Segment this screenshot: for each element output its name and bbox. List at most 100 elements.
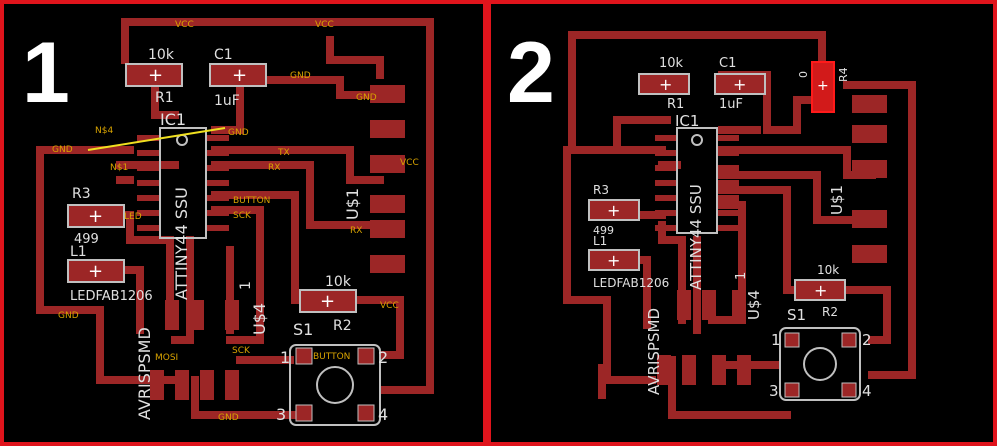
net-vcc-3: VCC <box>400 158 419 168</box>
r2-component[interactable]: + <box>794 279 846 301</box>
net-rx-2: RX <box>350 226 362 236</box>
c1-name: C1 <box>719 56 736 71</box>
u4-pin: 1 <box>238 281 254 290</box>
avr-part: AVRISPSMD <box>645 308 663 395</box>
crosshair: + <box>148 65 163 86</box>
c1-component[interactable]: + <box>209 63 267 87</box>
r2-name: R2 <box>333 318 352 334</box>
board-2-canvas[interactable]: + + + + + + 2 10k R1 C1 1uF IC1 ATTINY44… <box>487 0 997 446</box>
u4-name: U$4 <box>745 290 763 320</box>
net-sck: SCK <box>233 211 252 221</box>
ratsnest-airwire <box>87 127 226 151</box>
ic1-outline[interactable] <box>676 127 718 234</box>
pads <box>657 95 887 385</box>
svg-text:+: + <box>232 65 247 86</box>
svg-text:+: + <box>817 78 829 94</box>
r3-name: R3 <box>593 183 609 197</box>
ic1-name: IC1 <box>160 110 186 129</box>
r4-component[interactable]: + <box>811 61 835 113</box>
net-vcc-4: VCC <box>380 301 399 311</box>
r2-component[interactable]: + <box>299 289 357 313</box>
pin-3: 3 <box>769 382 779 400</box>
svg-text:+: + <box>659 75 672 94</box>
r3-value: 499 <box>593 224 614 237</box>
net-gnd-5: GND <box>218 413 239 423</box>
l1-component[interactable]: + <box>588 249 640 271</box>
net-rx: RX <box>268 163 280 173</box>
s1-switch[interactable] <box>779 327 861 401</box>
net-gnd-4: GND <box>52 145 73 155</box>
panel-number: 2 <box>507 25 555 121</box>
pin-2: 2 <box>862 331 872 349</box>
panel-number: 1 <box>22 25 70 121</box>
net-button-2: BUTTON <box>313 352 350 362</box>
ic1-pin1-mark <box>691 134 703 146</box>
net-vcc-2: VCC <box>315 20 334 30</box>
svg-text:+: + <box>88 206 103 227</box>
l1-name: L1 <box>70 244 87 260</box>
board-panel-2[interactable]: + + + + + + 2 10k R1 C1 1uF IC1 ATTINY44… <box>487 0 997 446</box>
net-tx: TX <box>277 148 290 158</box>
svg-text:+: + <box>733 75 746 94</box>
net-sck-2: SCK <box>232 346 251 356</box>
c1-component[interactable]: + <box>714 73 766 95</box>
ic1-name: IC1 <box>675 112 699 130</box>
net-n1: N$1 <box>110 163 128 173</box>
r4-name: R4 <box>837 67 850 82</box>
ic1-part: ATTINY44 SSU <box>687 184 705 290</box>
net-mosi: MOSI <box>155 353 178 363</box>
pin-4: 4 <box>862 382 872 400</box>
net-n4: N$4 <box>95 126 113 136</box>
u4-pin: 1 <box>734 272 749 280</box>
board-panel-1[interactable]: + + + + + 1 10k R1 C1 1uF IC1 ATTINY44 S… <box>0 0 487 446</box>
net-gnd-2: GND <box>356 93 377 103</box>
net-led: LED <box>124 212 142 222</box>
pin-3: 3 <box>276 405 286 424</box>
svg-text:+: + <box>814 281 827 300</box>
r3-component[interactable]: + <box>588 199 640 221</box>
ic1-part: ATTINY44 SSU <box>172 187 191 300</box>
svg-text:+: + <box>607 251 620 270</box>
board-1-canvas[interactable]: + + + + + 1 10k R1 C1 1uF IC1 ATTINY44 S… <box>0 0 487 446</box>
r1-name: R1 <box>155 90 174 106</box>
ic1-pads <box>137 135 229 231</box>
r1-name: R1 <box>667 97 684 112</box>
panel-border <box>487 0 997 446</box>
l1-part: LEDFAB1206 <box>593 276 669 290</box>
u1-name: U$1 <box>343 188 362 220</box>
s1-name: S1 <box>293 320 313 339</box>
s1-switch[interactable] <box>289 344 381 426</box>
r3-name: R3 <box>72 186 91 202</box>
r1-component[interactable]: + <box>638 73 690 95</box>
r1-value: 10k <box>659 56 684 71</box>
panel-border <box>0 0 487 446</box>
r2-value: 10k <box>325 274 352 290</box>
svg-text:+: + <box>607 201 620 220</box>
r2-name: R2 <box>822 305 838 319</box>
svg-text:+: + <box>88 261 103 282</box>
r4-value: 0 <box>797 71 810 78</box>
net-vcc-1: VCC <box>175 20 194 30</box>
r1-value: 10k <box>148 47 175 63</box>
svg-text:+: + <box>320 291 335 312</box>
ic1-pin1-mark <box>176 134 188 146</box>
c1-value: 1uF <box>214 93 240 109</box>
pin-2: 2 <box>378 348 388 367</box>
c1-name: C1 <box>214 47 233 63</box>
ic1-outline[interactable] <box>159 127 207 239</box>
net-gnd-6: GND <box>58 311 79 321</box>
pin-4: 4 <box>378 405 388 424</box>
ic1-pads <box>655 135 739 231</box>
u1-name: U$1 <box>828 185 846 215</box>
c1-value: 1uF <box>719 97 743 112</box>
r1-component[interactable]: + <box>125 63 183 87</box>
net-gnd-3: GND <box>228 128 249 138</box>
r3-component[interactable]: + <box>67 204 125 228</box>
pin-1: 1 <box>280 348 290 367</box>
s1-name: S1 <box>787 306 806 324</box>
net-button: BUTTON <box>233 196 270 206</box>
avr-part: AVRISPSMD <box>135 327 154 420</box>
l1-part: LEDFAB1206 <box>70 289 153 304</box>
l1-component[interactable]: + <box>67 259 125 283</box>
net-gnd-1: GND <box>290 71 311 81</box>
